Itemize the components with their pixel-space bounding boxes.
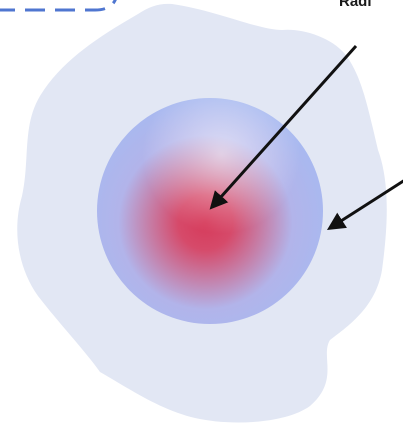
sphere-highlight [97, 98, 323, 324]
radius-label: Radi [339, 0, 372, 9]
dashed-border [0, 0, 116, 10]
